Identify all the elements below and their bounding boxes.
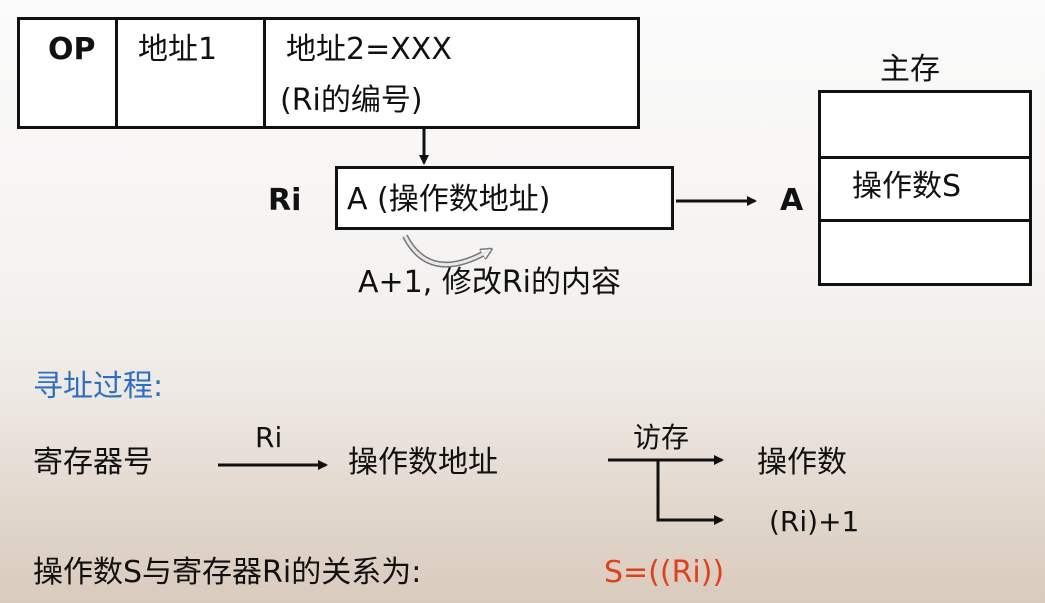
register-note: A+1, 修改Ri的内容 bbox=[358, 265, 621, 300]
increment-curve-arrow bbox=[402, 234, 490, 268]
op-label: OP bbox=[48, 32, 96, 67]
register-name: Ri bbox=[268, 183, 302, 218]
process-branch-arrow bbox=[656, 460, 724, 525]
memory-title: 主存 bbox=[880, 52, 940, 87]
op-field bbox=[20, 20, 118, 126]
relation-text: 操作数S与寄存器Ri的关系为: bbox=[33, 555, 422, 590]
addr1-label: 地址1 bbox=[138, 32, 218, 67]
main-memory bbox=[818, 90, 1032, 286]
addr2-note: (Ri的编号) bbox=[280, 83, 423, 118]
instruction-format bbox=[17, 17, 640, 129]
process-title: 寻址过程: bbox=[33, 369, 164, 404]
memory-cell-bottom bbox=[821, 219, 1029, 222]
process-step3: 操作数 bbox=[757, 445, 847, 480]
memory-cell-top bbox=[821, 93, 1029, 159]
relation-formula: S=((Ri)) bbox=[604, 555, 725, 590]
process-branch: (Ri)+1 bbox=[769, 505, 860, 538]
process-step1: 寄存器号 bbox=[33, 445, 153, 480]
addr1-field bbox=[118, 20, 266, 126]
process-step2: 操作数地址 bbox=[348, 445, 498, 480]
background-photo bbox=[0, 393, 1045, 603]
addr2-label: 地址2=XXX bbox=[286, 32, 452, 67]
memory-cell-operand: 操作数S bbox=[852, 169, 962, 204]
register-box bbox=[335, 166, 674, 230]
process-arrow2-label: 访存 bbox=[633, 421, 690, 454]
memory-address: A bbox=[780, 183, 804, 218]
process-arrow1-label: Ri bbox=[255, 421, 283, 454]
register-content: A (操作数地址) bbox=[347, 182, 551, 217]
